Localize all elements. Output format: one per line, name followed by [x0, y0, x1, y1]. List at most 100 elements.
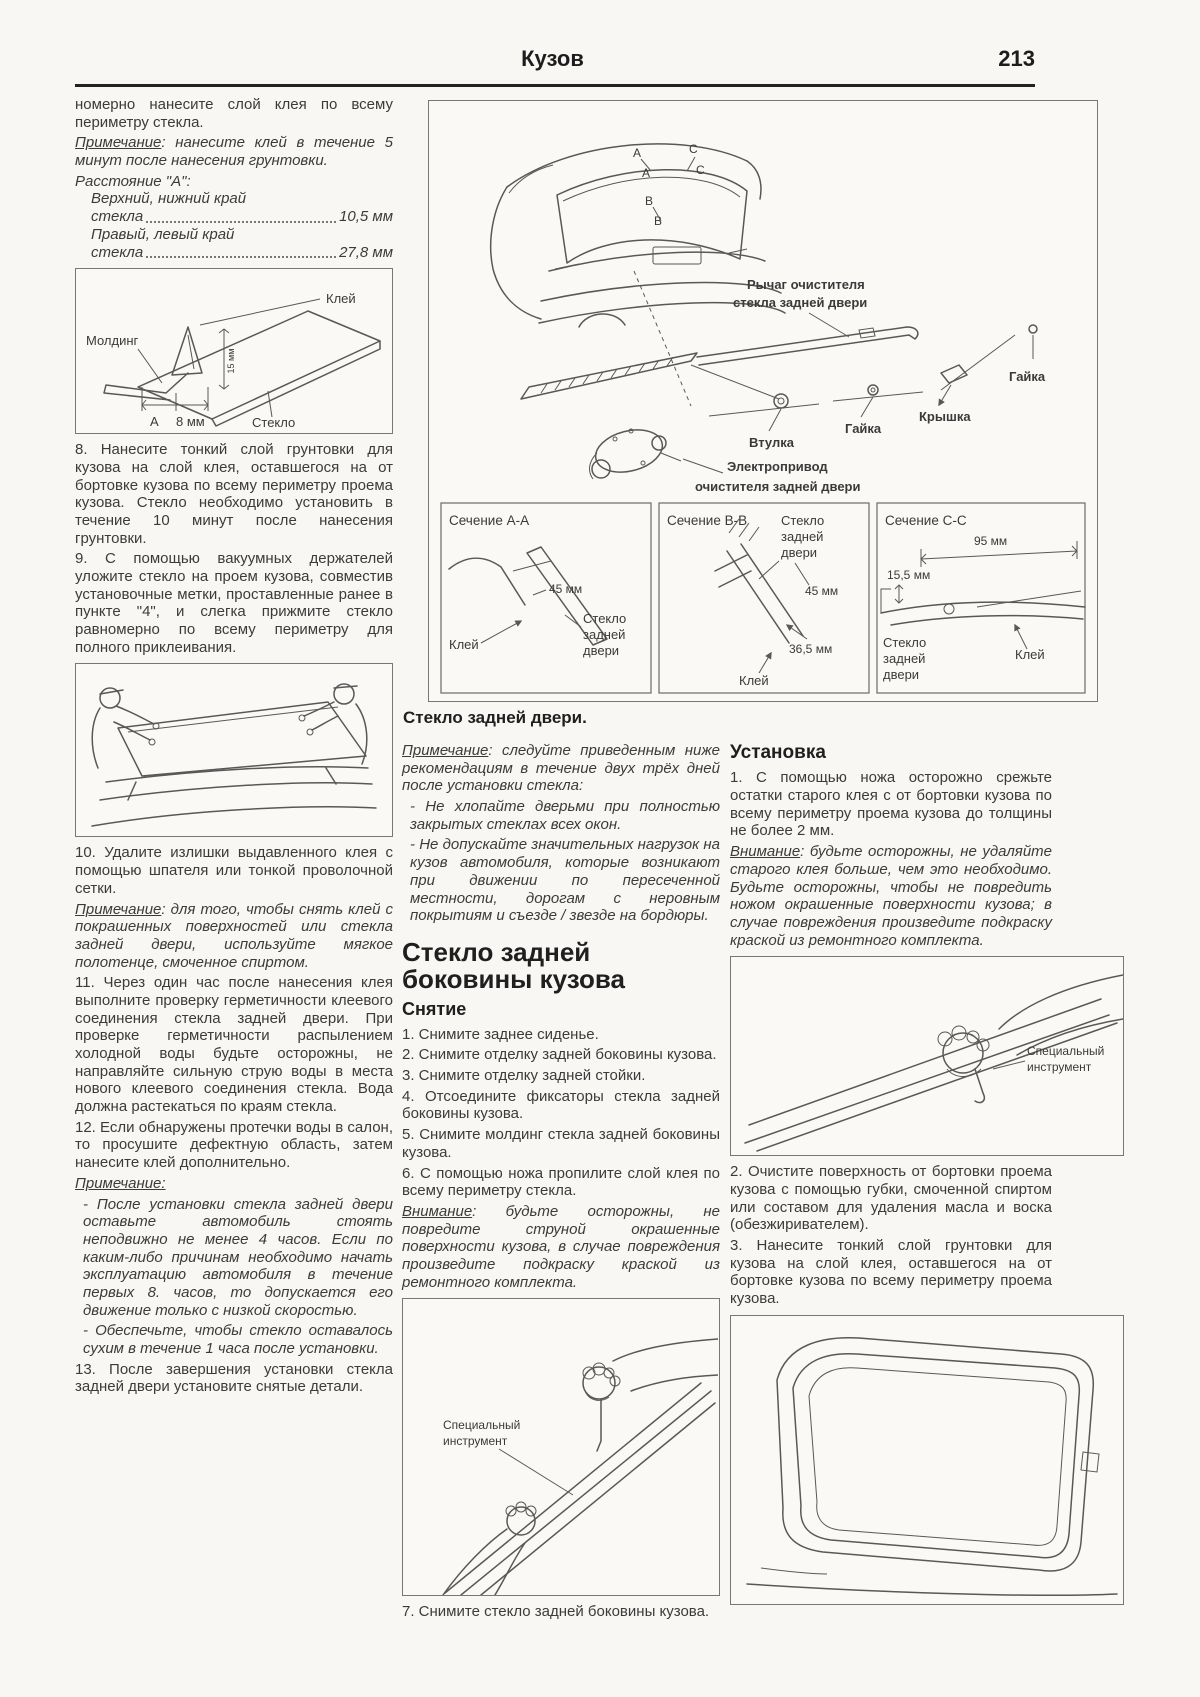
glass-label: Стекло [781, 513, 824, 528]
dim-45mm: 45 мм [549, 582, 582, 596]
quarter-glass-figure [730, 1314, 1124, 1605]
note: Примечание: следуйте приведенным ниже ре… [402, 742, 720, 795]
rear-door-glass-figure: А А С С В В [428, 100, 1098, 702]
spec-word: стекла [91, 243, 144, 261]
page-title: Кузов [521, 46, 584, 71]
mark-b: В [645, 194, 653, 208]
step-paragraph: 9. С помощью вакуумных держателей уложит… [75, 550, 393, 656]
dim-15-5mm: 15,5 мм [887, 568, 930, 582]
spec-value: 10,5 мм [339, 208, 393, 226]
section-heading: Стекло задней боковины кузова [402, 936, 625, 995]
workers-placing-glass-diagram [91, 683, 377, 828]
step-paragraph: 2. Снимите отделку задней боковины кузов… [402, 1046, 717, 1064]
dim-8mm-label: 8 мм [176, 414, 205, 429]
right-worker-drawing [298, 683, 368, 766]
spec-leader-row: стекла 27,8 мм [91, 244, 393, 262]
step-paragraph: 12. Если обнаружены протечки воды в сало… [75, 1118, 393, 1172]
wiper-motor-drawing [589, 428, 682, 480]
workers-figure [75, 663, 393, 838]
step-paragraph: 10. Удалите излишки выдавленного клея с … [75, 844, 393, 897]
left-worker-drawing [91, 687, 160, 770]
spec-line: Верхний, нижний край [91, 190, 247, 208]
wiper-arm-label: Рычаг очистителя [747, 277, 865, 292]
note-label: Примечание [402, 742, 489, 759]
subsection-heading: Установка [730, 742, 826, 763]
dim-45mm: 45 мм [805, 584, 838, 598]
glue-bead-drawing [171, 326, 203, 376]
section-aa-title: Сечение А-А [449, 513, 529, 528]
molding-strip-drawing [444, 1382, 716, 1596]
glass-label: задней [583, 627, 625, 642]
dotted-leader [146, 256, 337, 259]
hand-drawing [937, 974, 1123, 1104]
section-cc-title: Сечение С-С [885, 513, 967, 528]
special-tool-label: Специальный [443, 1418, 520, 1432]
mark-a: А [642, 166, 650, 180]
step-paragraph: 6. С помощью ножа пропилите слой клея по… [402, 1164, 720, 1200]
dim-36-5mm: 36,5 мм [789, 642, 832, 656]
glass-label: двери [583, 643, 619, 658]
wiper-arm-drawing [520, 324, 1038, 417]
note-bullet: - Не хлопайте дверьми при полностью закр… [410, 798, 720, 833]
special-tool-label: инструмент [443, 1434, 508, 1448]
section-cc: Сечение С-С 95 мм 15,5 мм Стекло задней … [876, 502, 1086, 694]
attention-note: Внимание: будьте осторожны, не повредите… [402, 1203, 720, 1291]
dashed-leader [633, 270, 692, 407]
figure-caption: Стекло задней двери. [403, 708, 587, 727]
leader-line [498, 1448, 574, 1496]
glue-label: Клей [739, 673, 769, 688]
molding-glue-figure: Клей Молдинг 15 мм А 8 мм Стекло [75, 268, 393, 435]
note-label: Примечание [75, 134, 162, 152]
leader-line [137, 348, 163, 384]
bushing-label: Втулка [749, 435, 795, 450]
leader-line [992, 1060, 1026, 1070]
glass-label: задней [781, 529, 823, 544]
dim-a-label: А [150, 414, 159, 429]
dim-95mm: 95 мм [974, 534, 1007, 548]
motor-label: очистителя задней двери [695, 479, 861, 494]
dotted-leader [146, 220, 337, 223]
note-text: : нанесите клей в течение 5 минут после … [75, 134, 393, 170]
step-paragraph: 2. Очистите поверхность от бортовки прое… [730, 1163, 1052, 1234]
glue-label: Клей [1015, 647, 1045, 662]
step-paragraph: 7. Снимите стекло задней боковины кузова… [402, 1603, 710, 1621]
glass-label: Стекло [252, 415, 295, 430]
attention-label: Внимание [730, 843, 801, 861]
subsection-heading: Снятие [402, 999, 467, 1020]
header-rule [75, 84, 1035, 87]
step-paragraph: 13. После завершения установки стекла за… [75, 1360, 393, 1396]
glass-label: двери [883, 667, 919, 682]
wiper-arm-label: стекла задней двери [733, 295, 867, 310]
quarter-glass-diagram [746, 1336, 1118, 1596]
quarter-glass-drawing [776, 1336, 1100, 1572]
clean-opening-diagram: Специальный инструмент [744, 974, 1123, 1153]
attention-label: Внимание [402, 1202, 473, 1220]
molding-glue-diagram: Клей Молдинг 15 мм А 8 мм Стекло [86, 291, 381, 430]
note: Примечание: нанесите клей в течение 5 ми… [75, 134, 393, 169]
note-bullet: - Обеспечьте, чтобы стекло оставалось су… [83, 1322, 393, 1357]
attention-text: : будьте осторожны, не повредите струной… [402, 1202, 720, 1291]
attention-text: : будьте осторожны, не удаляйте старого … [730, 843, 1052, 949]
molding-drawing [103, 372, 189, 401]
dim-15mm-label: 15 мм [226, 349, 236, 374]
glass-label: двери [781, 545, 817, 560]
note: Примечание: для того, чтобы снять клей с… [75, 901, 393, 972]
wiper-part-labels: Рычаг очистителя стекла задней двери Гай… [682, 277, 1046, 494]
left-column: номерно нанесите слой клея по всему пери… [75, 96, 393, 1399]
special-tool-cut-figure: Специальный инструмент [402, 1298, 720, 1597]
spec-value: 27,8 мм [339, 243, 393, 261]
mark-c: С [689, 142, 698, 156]
note-text: : для того, чтобы снять клей с покрашенн… [75, 900, 393, 971]
section-bb-title: Сечение В-В [667, 513, 747, 528]
glue-label: Клей [326, 291, 356, 306]
section-aa: Сечение А-А 45 мм Клей Стекло задней две… [440, 502, 652, 694]
glue-label: Клей [449, 637, 479, 652]
molding-label: Молдинг [86, 333, 139, 348]
note-bullet: - Не допускайте значительных нагрузок на… [410, 836, 720, 925]
lower-hand-drawing [442, 1501, 537, 1596]
leader-line [199, 298, 321, 326]
note-text: : следуйте приведенным ниже рекомендация… [402, 742, 720, 795]
body-line-drawing [746, 1567, 1118, 1596]
mark-c: С [696, 163, 705, 177]
